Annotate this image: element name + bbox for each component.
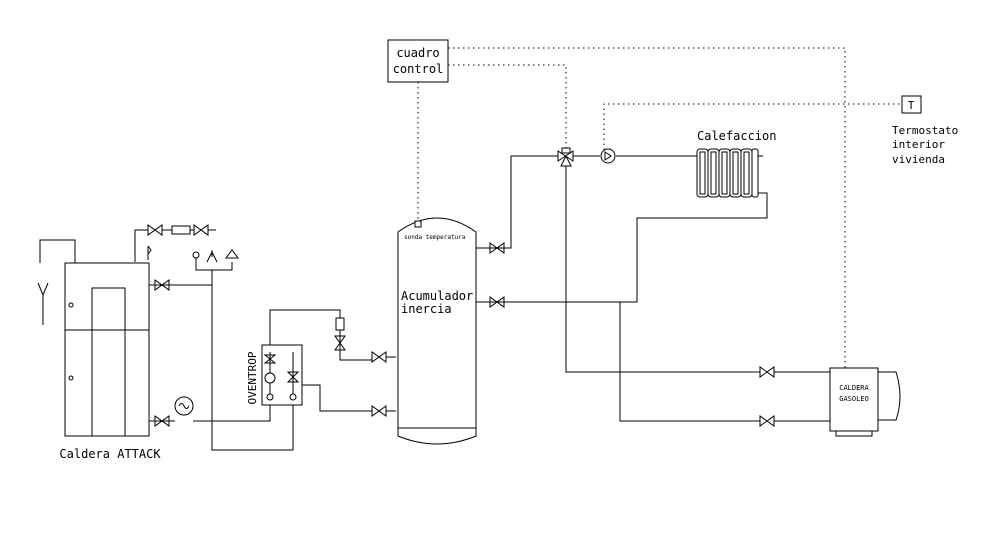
fittings: [147, 225, 345, 416]
control-wiring: [417, 47, 902, 368]
tank-label-2: inercia: [401, 302, 452, 316]
tank-label-1: Acumulador: [401, 289, 473, 303]
thermostat-symbol: T: [908, 99, 915, 112]
inertia-tank: sonda temperatura Acumulador inercia: [397, 217, 477, 445]
boiler-attack: Caldera ATTACK: [37, 262, 161, 461]
thermostat-label-1: Termostato: [892, 124, 958, 137]
radiator: Calefaccion: [696, 129, 776, 198]
oventrop-group: OVENTROP: [246, 344, 303, 406]
thermostat-label-3: vivienda: [892, 153, 945, 166]
valves: [147, 147, 775, 427]
boiler-attack-label: Caldera ATTACK: [59, 447, 161, 461]
boiler-gasoleo-label-1: CALDERA: [839, 384, 869, 392]
boiler-gasoleo: CALDERA GASOLEO: [829, 367, 901, 437]
thermostat: T Termostato interior vivienda: [892, 95, 958, 166]
control-box-label-1: cuadro: [396, 46, 439, 60]
pipes: [39, 155, 830, 451]
control-box: cuadro control: [387, 39, 449, 83]
control-box-label-2: control: [393, 62, 444, 76]
thermostat-label-2: interior: [892, 138, 945, 151]
heating-label: Calefaccion: [697, 129, 776, 143]
oventrop-label: OVENTROP: [246, 351, 259, 404]
circulator-pump: [600, 148, 616, 164]
probe-label: sonda temperatura: [404, 234, 466, 241]
boiler-gasoleo-label-2: GASOLEO: [839, 395, 869, 403]
